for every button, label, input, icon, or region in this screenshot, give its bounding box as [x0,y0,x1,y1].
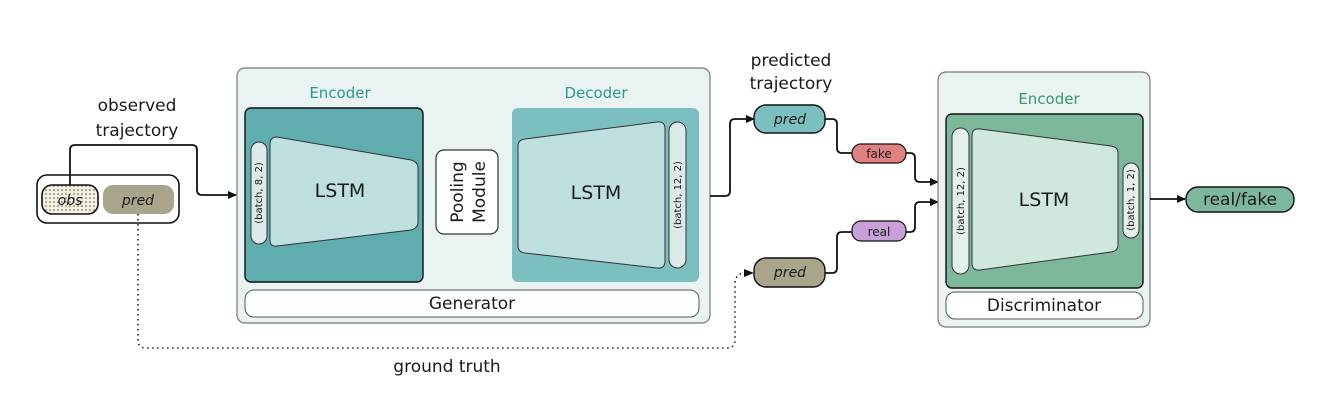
output-pill: real/fake [1185,186,1295,213]
generator-encoder: (batch, 8, 2) LSTM [244,107,424,283]
encoder-shape-label: (batch, 8, 2) [254,162,265,224]
real-pill: real [851,220,907,242]
ground-truth-label: ground truth [393,357,500,377]
generator-encoder-title: Encoder [309,84,371,102]
obs-label: obs [58,193,83,209]
obs-pill: obs [41,184,99,215]
pred-top-pill: pred [753,104,826,134]
output-label: real/fake [1203,190,1277,210]
decoder-lstm-label: LSTM [571,182,622,204]
observed-arrow [69,144,237,199]
discriminator-title-bar: Discriminator [945,291,1144,320]
generator-title-bar: Generator [244,289,700,318]
discriminator-panel: Encoder (batch, 12, 2) LSTM (batch, 1, 2… [937,71,1151,328]
discriminator-lstm-label: LSTM [1019,189,1070,211]
predicted-label: predicted [751,51,832,71]
pred-input-pill: pred [103,185,174,214]
input-box: obs pred [36,174,180,224]
fake-label: fake [866,147,891,161]
ground-truth-path [137,214,752,349]
discriminator-encoder: (batch, 12, 2) LSTM (batch, 1, 2) [945,113,1144,289]
pred-top-label: pred [773,112,806,128]
predicted-trajectory-label: trajectory [750,74,833,94]
observed-trajectory-label: trajectory [96,121,179,141]
observed-label: observed [98,96,177,116]
pred-bottom-pill: pred [753,257,826,288]
discriminator-title: Discriminator [987,296,1101,316]
discriminator-output-shape-label: (batch, 1, 2) [1126,169,1137,231]
pred-input-label: pred [121,193,154,209]
discriminator-input-shape-label: (batch, 12, 2) [956,167,967,235]
real-label: real [868,225,891,239]
pooling-label-line1: Pooling [448,161,468,222]
decoder-shape-label: (batch, 12, 2) [673,161,684,229]
pooling-label-line2: Module [470,161,490,223]
generator-output-arrow [710,115,755,197]
generator-panel: Encoder Decoder (batch, 8, 2) LSTM Pooli… [236,67,711,324]
generator-title: Generator [429,294,515,314]
discriminator-encoder-title: Encoder [1018,90,1080,108]
ground-truth-arrowhead [744,269,754,277]
encoder-lstm-label: LSTM [315,180,366,202]
generator-decoder: LSTM (batch, 12, 2) [512,108,699,282]
pred-bottom-label: pred [773,265,806,281]
fake-pill: fake [851,143,907,164]
generator-decoder-title: Decoder [564,84,628,102]
pooling-module: Pooling Module [435,149,499,235]
